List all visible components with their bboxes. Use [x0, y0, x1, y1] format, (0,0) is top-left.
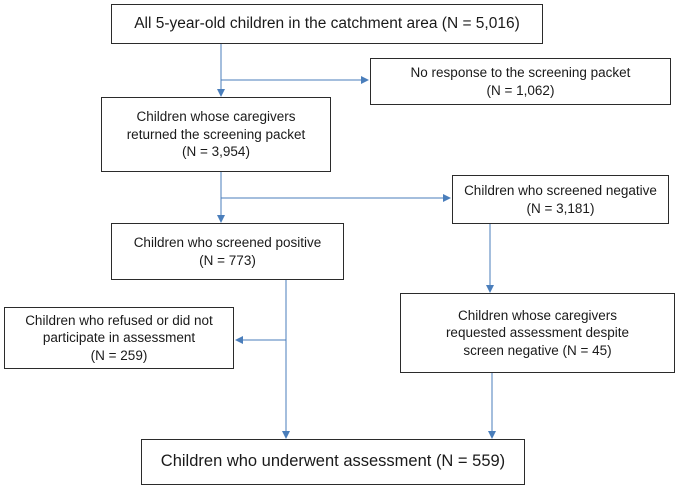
box-requested-assessment-line1: Children whose caregivers	[457, 307, 618, 323]
box-no-response-line2: (N = 1,062)	[486, 82, 555, 98]
box-refused-assessment-line1: Children who refused or did not	[25, 312, 213, 328]
box-returned-packet-line1: Children whose caregivers	[136, 109, 296, 125]
box-screened-negative-line1: Children who screened negative	[464, 182, 657, 198]
box-no-response: No response to the screening packet (N =…	[370, 58, 671, 105]
box-requested-assessment-line3: screen negative (N = 45)	[463, 342, 612, 358]
box-screened-negative-line2: (N = 3,181)	[526, 200, 595, 216]
box-refused-assessment-line2: participate in assessment	[42, 330, 196, 346]
box-screened-positive: Children who screened positive (N = 773)	[111, 223, 344, 280]
box-requested-assessment: Children whose caregivers requested asse…	[400, 293, 675, 373]
box-screened-negative: Children who screened negative (N = 3,18…	[452, 175, 669, 224]
box-refused-assessment: Children who refused or did not particip…	[4, 307, 234, 369]
box-all-children-line1: All 5-year-old children in the catchment…	[134, 14, 520, 32]
box-refused-assessment-line3: (N = 259)	[90, 347, 148, 363]
box-returned-packet: Children whose caregivers returned the s…	[101, 97, 331, 172]
box-screened-positive-line2: (N = 773)	[199, 252, 256, 268]
box-underwent-assessment-line1: Children who underwent assessment (N = 5…	[160, 452, 506, 471]
box-returned-packet-line3: (N = 3,954)	[182, 144, 250, 160]
box-no-response-line1: No response to the screening packet	[410, 64, 631, 80]
box-returned-packet-line2: returned the screening packet	[126, 126, 306, 142]
box-all-children: All 5-year-old children in the catchment…	[111, 4, 543, 44]
box-screened-positive-line1: Children who screened positive	[133, 234, 322, 250]
box-requested-assessment-line2: requested assessment despite	[445, 325, 630, 341]
box-underwent-assessment: Children who underwent assessment (N = 5…	[141, 439, 525, 485]
